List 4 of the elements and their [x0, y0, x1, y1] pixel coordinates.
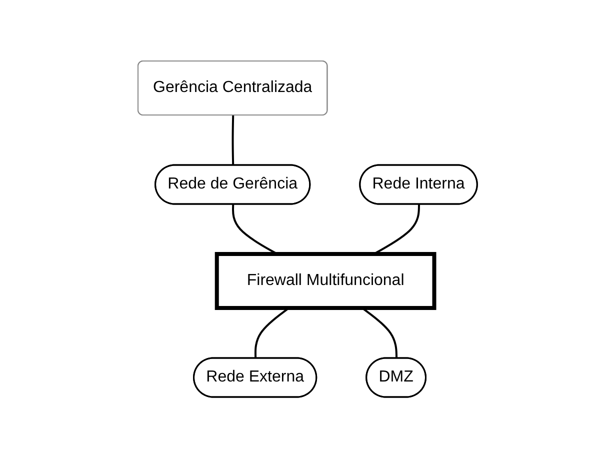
connector — [232, 115, 235, 166]
node-box: Firewall Multifuncional — [215, 252, 437, 310]
connector — [254, 307, 290, 358]
connector — [362, 307, 398, 358]
